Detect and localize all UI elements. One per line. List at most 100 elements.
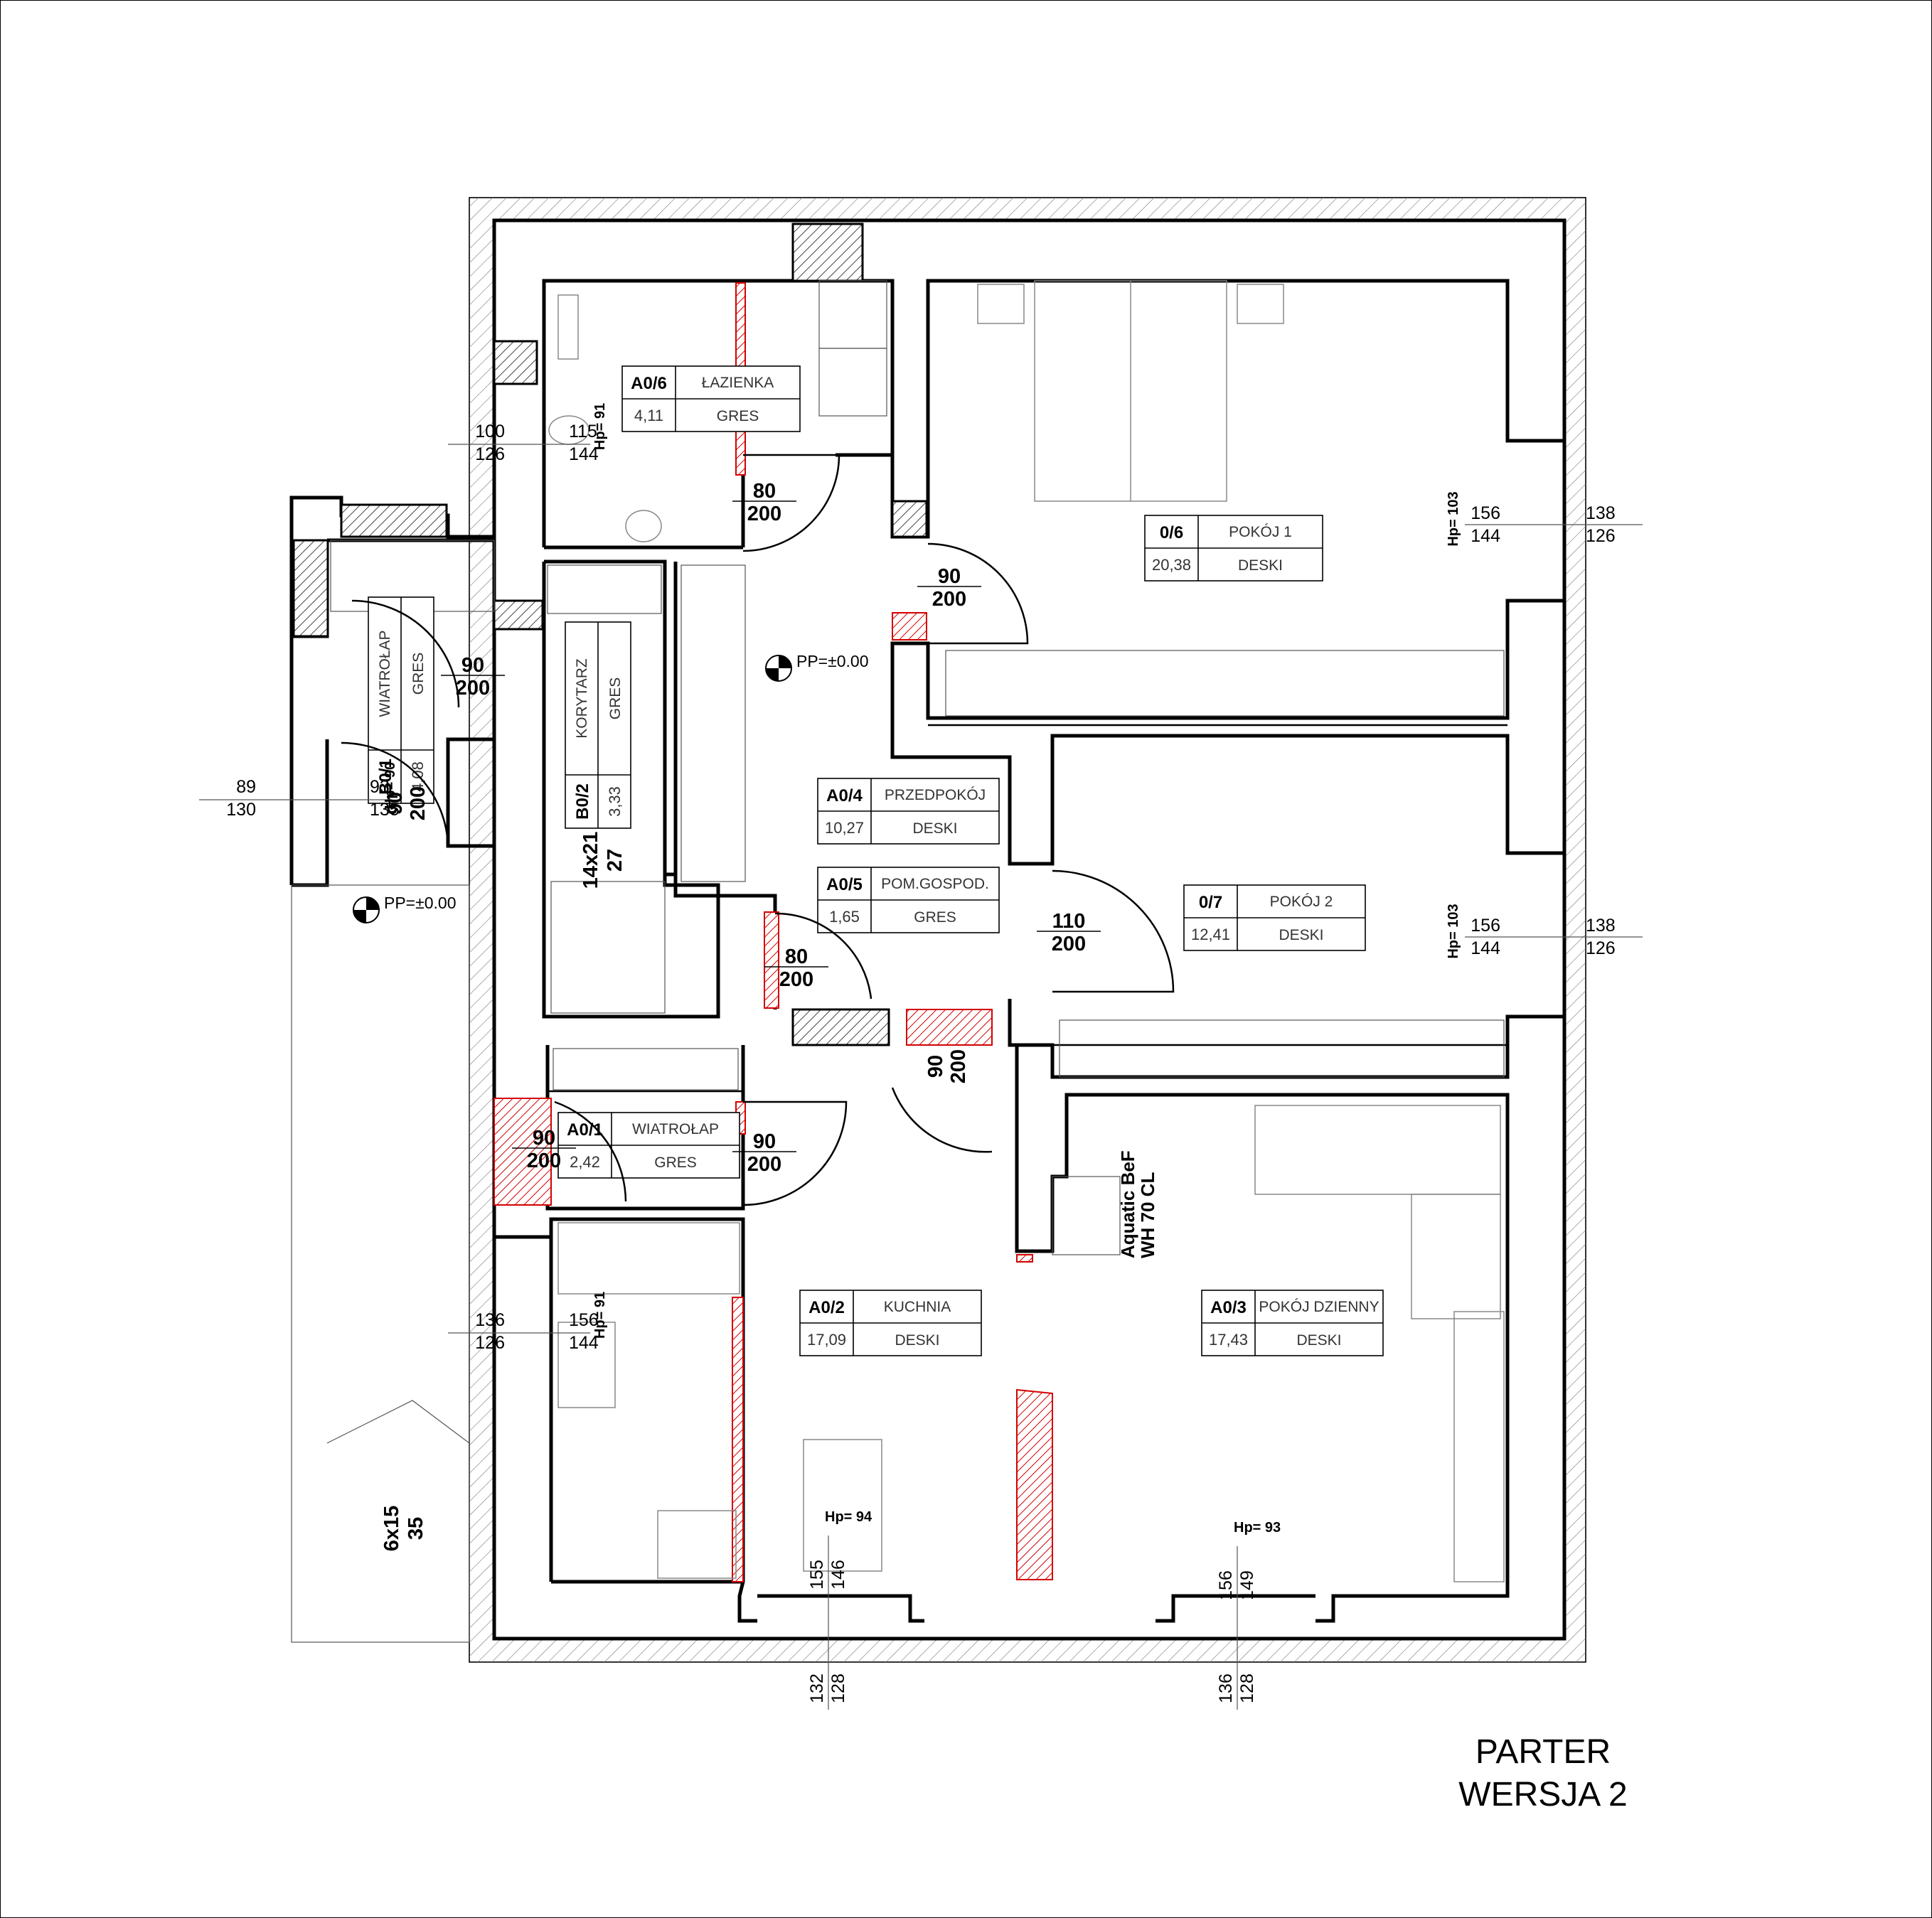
stairs-size: 6x15 — [380, 1506, 403, 1552]
door-height: 200 — [456, 677, 490, 700]
window-sill-height: Hp= 91 — [592, 1292, 608, 1339]
room-name: KORYTARZ — [574, 658, 590, 739]
room-code: A0/5 — [826, 875, 863, 894]
room-floor: GRES — [410, 653, 427, 695]
room-name: WIATROŁAP — [632, 1121, 719, 1137]
room-code: A0/4 — [826, 786, 863, 805]
room-floor: DESKI — [912, 820, 957, 837]
window-inner-width: 93 — [370, 777, 390, 797]
window-inner-height: 146 — [828, 1560, 848, 1590]
window-sill-height: Hp= 91 — [592, 403, 608, 450]
room-floor: GRES — [654, 1154, 697, 1171]
window-sill-height: Hp= 93 — [1234, 1520, 1281, 1536]
room-area: 1,65 — [829, 908, 860, 926]
room-floor: DESKI — [895, 1332, 939, 1349]
window-inner-width: 115 — [569, 422, 597, 441]
room-code: A0/3 — [1210, 1298, 1247, 1317]
window-outer-width: 138 — [1586, 916, 1616, 936]
stairs-korytarz — [550, 881, 666, 1014]
door-height: 200 — [779, 968, 813, 991]
room-code: A0/6 — [631, 374, 667, 393]
exterior-stairs — [291, 884, 470, 1643]
room-name: WIATROŁAP — [377, 630, 393, 717]
boiler-label: Aquatic BeF WH 70 CL — [1117, 1150, 1158, 1258]
room-label-room-b0-2: B0/2 KORYTARZ 3,33 GRES — [565, 621, 631, 829]
room-floor: DESKI — [1279, 927, 1323, 943]
window-outer-width: 100 — [475, 422, 505, 441]
window-sill-height: Hp= 103 — [1446, 904, 1461, 958]
window-outer-width: 136 — [475, 1310, 505, 1330]
room-label-room-a0-2: A0/2 KUCHNIA 17,09 DESKI — [799, 1290, 982, 1356]
window-outer-height: 126 — [1586, 938, 1616, 958]
window-inner-height: 144 — [569, 1333, 599, 1353]
room-name: KUCHNIA — [884, 1299, 951, 1315]
door-height: 200 — [407, 786, 429, 820]
door-height: 200 — [932, 588, 966, 611]
door-width: 90 — [384, 792, 407, 815]
room-name: POKÓJ 2 — [1270, 894, 1333, 910]
room-name: PRZEDPOKÓJ — [885, 787, 986, 803]
title-line-1: PARTER — [1475, 1733, 1611, 1771]
wardrobe-bedroom-1 — [945, 650, 1505, 717]
room-area: 2,42 — [570, 1153, 600, 1171]
room-label-room-b0-1: B0/1 WIATROŁAP 4,08 GRES — [368, 596, 434, 804]
room-area: 3,33 — [606, 786, 624, 817]
stairs-steps: 35 — [405, 1517, 427, 1540]
window-inner-height: 149 — [1237, 1570, 1257, 1600]
window-outer-height: 128 — [828, 1673, 848, 1703]
window-outer-height: 130 — [226, 800, 256, 820]
door-height: 200 — [1052, 933, 1086, 955]
door-width: 80 — [785, 945, 808, 968]
window-inner-height: 135 — [370, 800, 400, 820]
room-area: 20,38 — [1152, 556, 1191, 574]
window-outer-width: 132 — [807, 1673, 827, 1703]
room-code: A0/2 — [808, 1298, 845, 1317]
window-outer-width: 138 — [1586, 503, 1616, 523]
room-floor: GRES — [607, 677, 624, 720]
room-code: B0/1 — [376, 759, 395, 795]
window-outer-width: 136 — [1216, 1673, 1236, 1703]
room-area: 4,08 — [409, 761, 427, 792]
stairs-size: 14x21 — [580, 832, 602, 889]
room-floor: DESKI — [1296, 1332, 1341, 1349]
door-width: 80 — [753, 480, 776, 503]
room-name: POKÓJ 1 — [1229, 524, 1292, 540]
room-code: 0/6 — [1160, 523, 1183, 542]
door-width: 110 — [1052, 910, 1086, 933]
room-area: 12,41 — [1191, 926, 1230, 943]
door-width: 90 — [533, 1127, 555, 1150]
door-height: 200 — [527, 1150, 561, 1172]
window-sill-height: Hp= 103 — [1446, 491, 1461, 546]
chimneys — [292, 223, 928, 1046]
room-code: B0/2 — [573, 783, 592, 820]
level-value: PP=±0.00 — [796, 652, 869, 670]
window-inner-width: 156 — [1471, 916, 1500, 936]
level-marker-1: PP=±0.00 — [765, 652, 869, 682]
room-area: 17,43 — [1209, 1331, 1248, 1349]
room-code: 0/7 — [1199, 893, 1222, 912]
room-area: 17,09 — [807, 1331, 846, 1349]
window-inner-width: 156 — [569, 1310, 599, 1330]
window-outer-height: 128 — [1237, 1673, 1257, 1703]
level-marker-2: PP=±0.00 — [353, 894, 457, 923]
window-sill-height: Hp= 90 — [383, 762, 398, 809]
door-height: 200 — [947, 1049, 970, 1083]
